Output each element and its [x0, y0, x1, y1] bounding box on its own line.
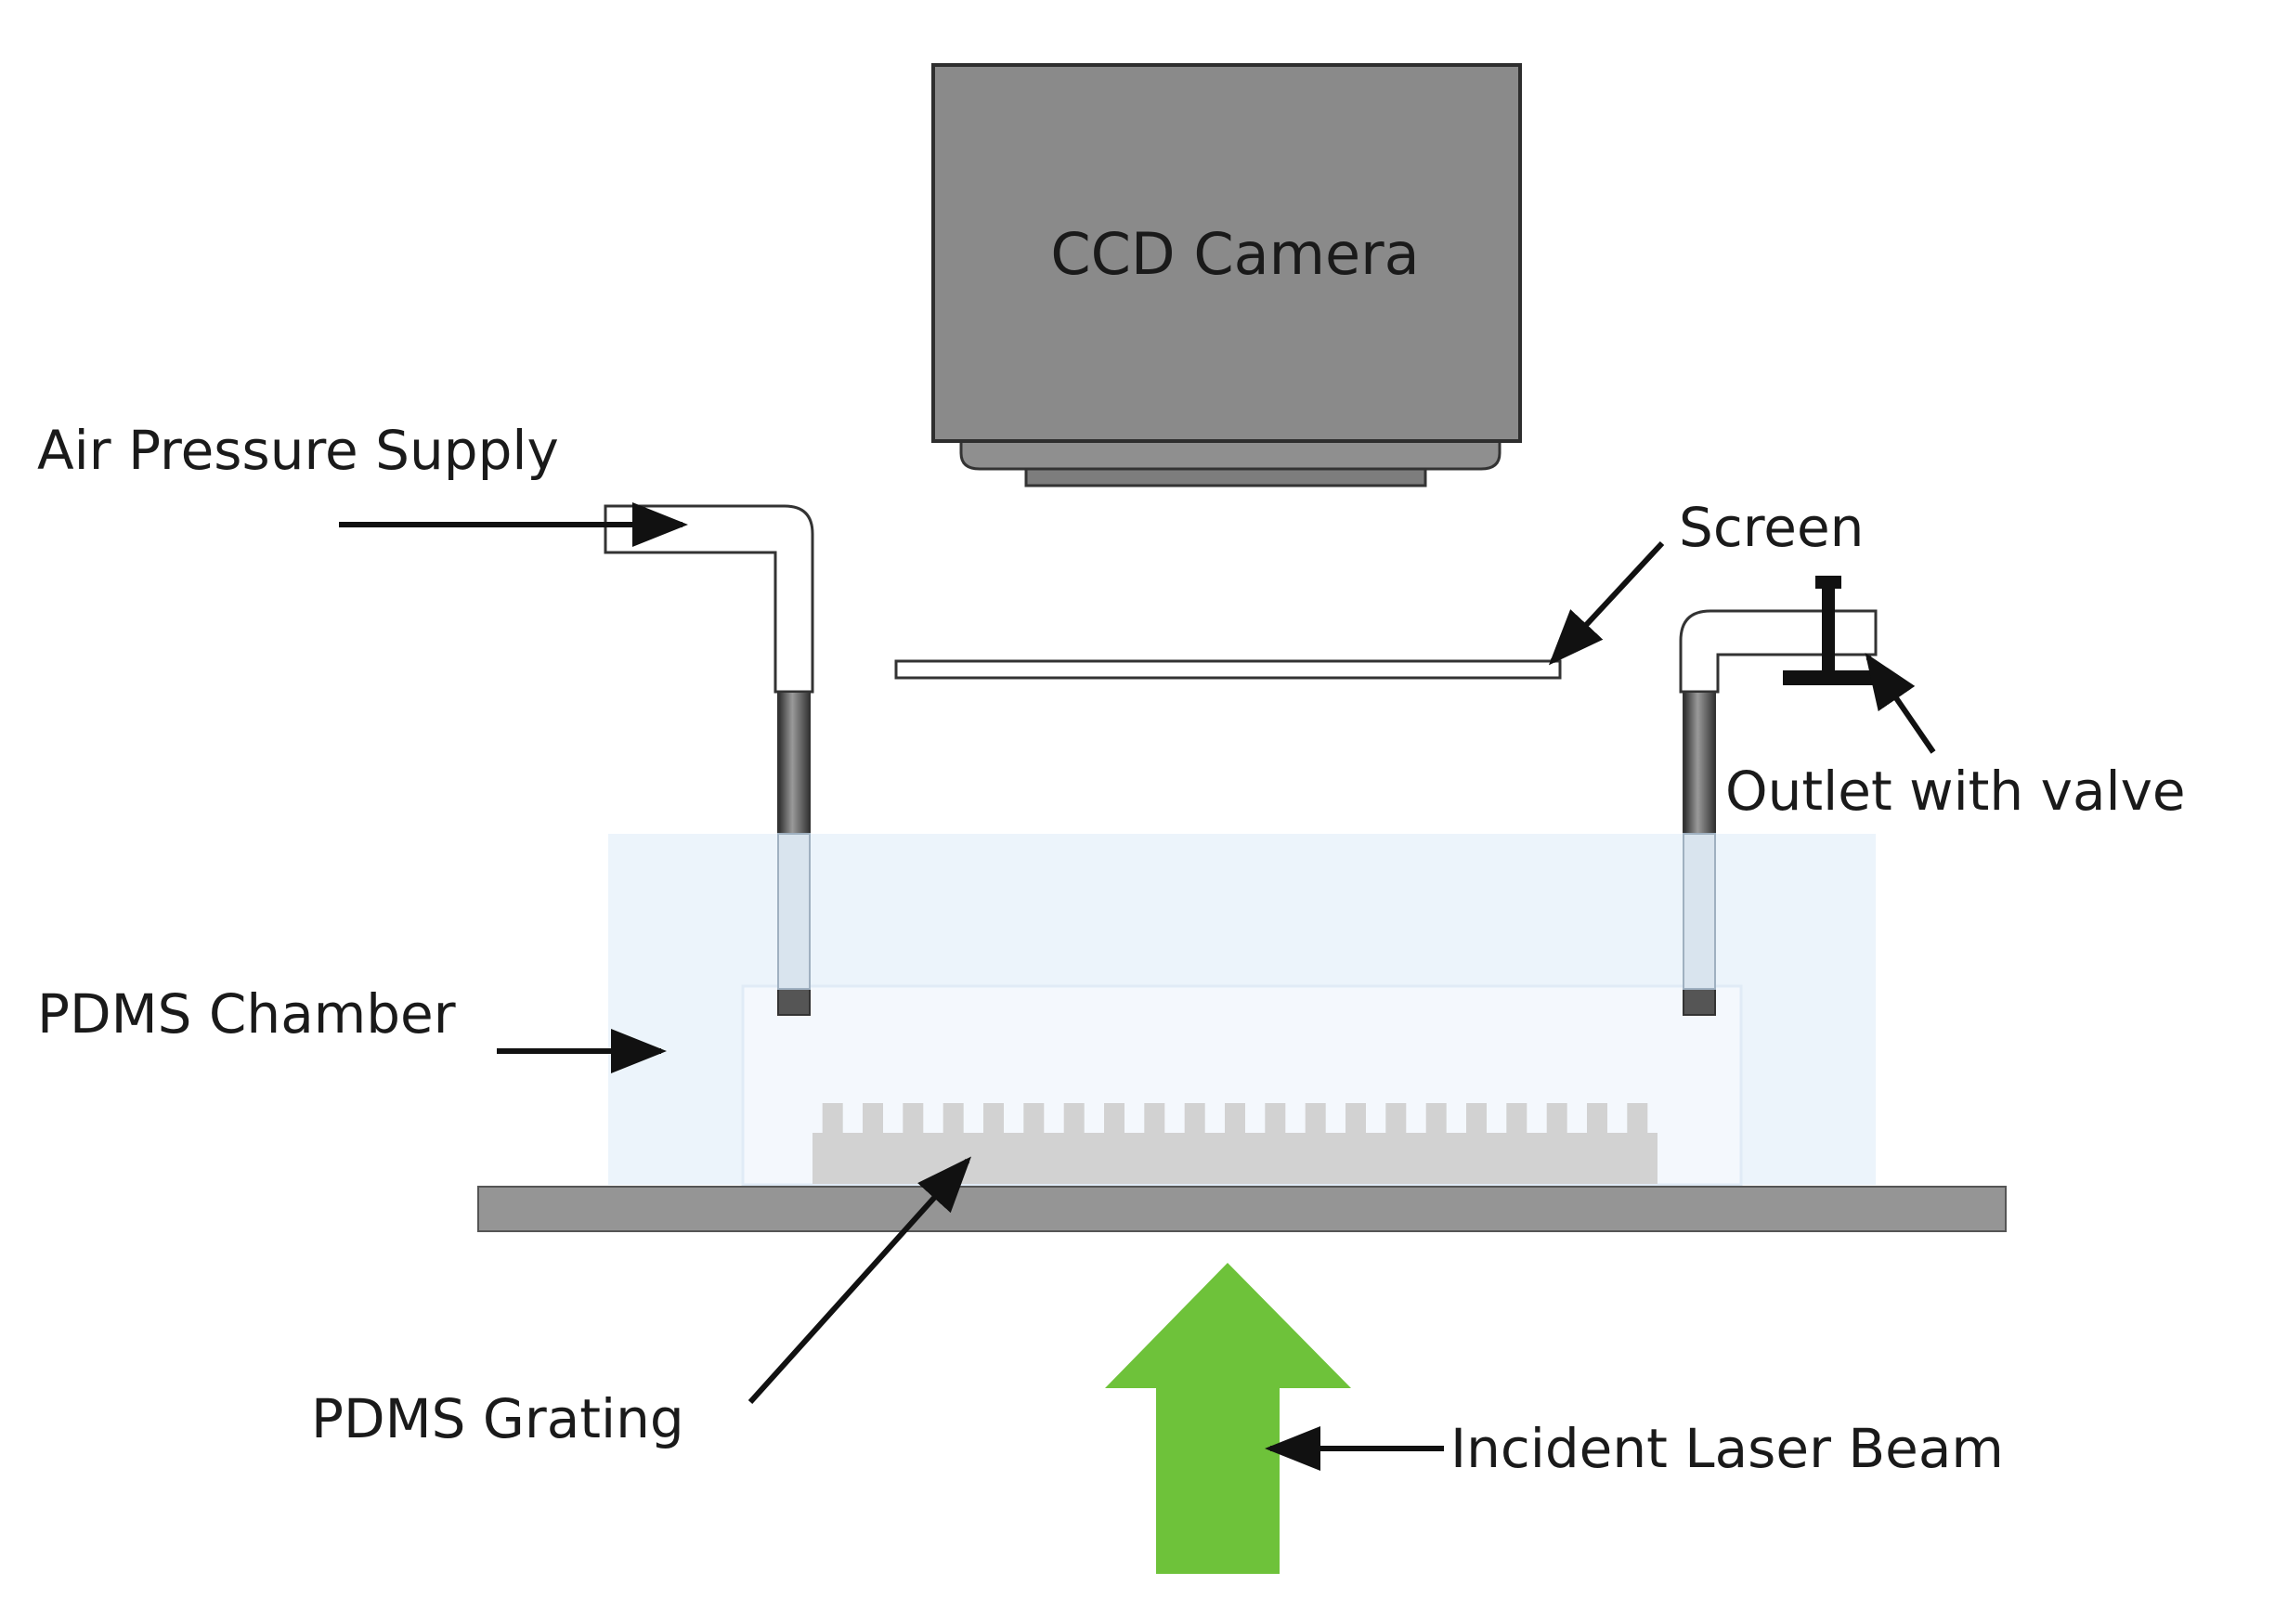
screen-label: Screen [1679, 496, 1864, 559]
grating-tooth [903, 1103, 924, 1135]
grating-tooth [1265, 1103, 1286, 1135]
grating-base [812, 1133, 1658, 1184]
grating-tooth [1346, 1103, 1366, 1135]
inlet-elbow [604, 504, 814, 694]
grating-tooth [1144, 1103, 1165, 1135]
grating-tooth [1466, 1103, 1487, 1135]
grating-tooth [1546, 1103, 1567, 1135]
inlet-tube-end [777, 988, 811, 1016]
camera-label: CCD Camera [1050, 220, 1419, 288]
grating-tooth [1023, 1103, 1045, 1135]
ccd-camera: CCD Camera [931, 63, 1522, 487]
grating-tooth [1587, 1103, 1607, 1135]
grating-tooth [1184, 1103, 1205, 1135]
grating-tooth [1305, 1103, 1326, 1135]
grating-tooth [1627, 1103, 1648, 1135]
camera-base [959, 433, 1502, 471]
screen-plate [894, 659, 1562, 680]
grating-label: PDMS Grating [311, 1387, 684, 1450]
grating-tooth [1506, 1103, 1528, 1135]
grating-tooth [822, 1103, 843, 1135]
grating-arrow [748, 1156, 972, 1405]
outlet-tube-inchamber [1683, 833, 1716, 990]
substrate-plate [477, 1186, 2007, 1232]
grating-tooth [863, 1103, 883, 1135]
camera-body [931, 63, 1522, 443]
screen [894, 659, 1562, 680]
grating-tooth [1385, 1103, 1407, 1135]
grating-tooth [1063, 1103, 1085, 1135]
laser-beam-arrow [1105, 1263, 1351, 1574]
grating-tooth [1104, 1103, 1124, 1135]
inlet-tube-inchamber [777, 833, 811, 990]
outlet-arrow [1865, 653, 1936, 754]
valve-icon [1783, 576, 1874, 685]
outlet-label: Outlet with valve [1725, 760, 2186, 823]
air-supply-label: Air Pressure Supply [37, 419, 559, 482]
grating-tooth [1425, 1103, 1447, 1135]
grating-tooth [942, 1103, 964, 1135]
outlet-tube-end [1683, 988, 1716, 1016]
screen-arrow [1548, 540, 1665, 666]
chamber-label: PDMS Chamber [37, 982, 456, 1046]
grating-tooth [1225, 1103, 1245, 1135]
grating-tooth [983, 1103, 1004, 1135]
laser-label: Incident Laser Beam [1450, 1417, 2004, 1480]
